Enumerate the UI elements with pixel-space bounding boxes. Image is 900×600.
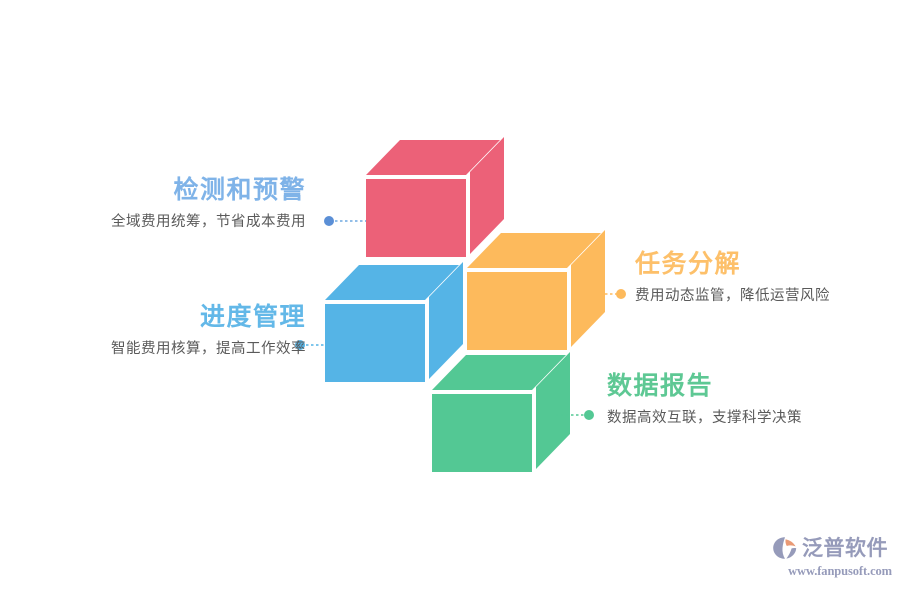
feature-subtitle-task: 费用动态监管，降低运营风险 bbox=[635, 287, 830, 304]
cube-red-front-face bbox=[366, 179, 466, 257]
cube-red-top-face bbox=[366, 140, 500, 175]
cube-orange-front-face bbox=[467, 272, 567, 350]
feature-block-detect: 检测和预警 全域费用统筹，节省成本费用 bbox=[18, 176, 306, 231]
watermark-logo: 泛普软件 www.fanpusoft.com bbox=[772, 536, 892, 590]
watermark-brand-name: 泛普软件 bbox=[802, 536, 888, 560]
cube-green-right-face bbox=[536, 352, 570, 469]
feature-subtitle-progress: 智能费用核算，提高工作效率 bbox=[111, 340, 306, 357]
feature-title-detect: 检测和预警 bbox=[173, 176, 306, 204]
cube-blue bbox=[325, 262, 463, 382]
connector-dot-progress bbox=[295, 340, 305, 350]
cube-orange-top-face bbox=[467, 233, 601, 268]
cube-orange bbox=[467, 230, 605, 350]
cube-blue-right-face bbox=[429, 262, 463, 379]
cube-green-top-face bbox=[432, 355, 566, 390]
connector-dot-task bbox=[616, 289, 626, 299]
feature-block-progress: 进度管理 智能费用核算，提高工作效率 bbox=[10, 303, 306, 358]
feature-block-task: 任务分解 费用动态监管，降低运营风险 bbox=[635, 250, 891, 305]
connector-dot-report bbox=[584, 410, 594, 420]
feature-subtitle-report: 数据高效互联，支撑科学决策 bbox=[607, 409, 802, 426]
watermark-url: www.fanpusoft.com bbox=[788, 564, 892, 578]
cube-blue-top-face bbox=[325, 265, 459, 300]
cube-green-front-face bbox=[432, 394, 532, 472]
connector-dot-detect bbox=[324, 216, 334, 226]
cube-red bbox=[366, 137, 504, 257]
feature-block-report: 数据报告 数据高效互联，支撑科学决策 bbox=[607, 372, 891, 427]
fanpu-logo-icon bbox=[773, 537, 797, 559]
feature-title-task: 任务分解 bbox=[635, 250, 742, 278]
cube-red-right-face bbox=[470, 137, 504, 254]
feature-title-progress: 进度管理 bbox=[199, 303, 306, 331]
cube-green bbox=[432, 352, 570, 472]
feature-subtitle-detect: 全域费用统筹，节省成本费用 bbox=[111, 213, 306, 230]
cube-blue-front-face bbox=[325, 304, 425, 382]
feature-title-report: 数据报告 bbox=[607, 372, 714, 400]
cube-orange-right-face bbox=[571, 230, 605, 347]
